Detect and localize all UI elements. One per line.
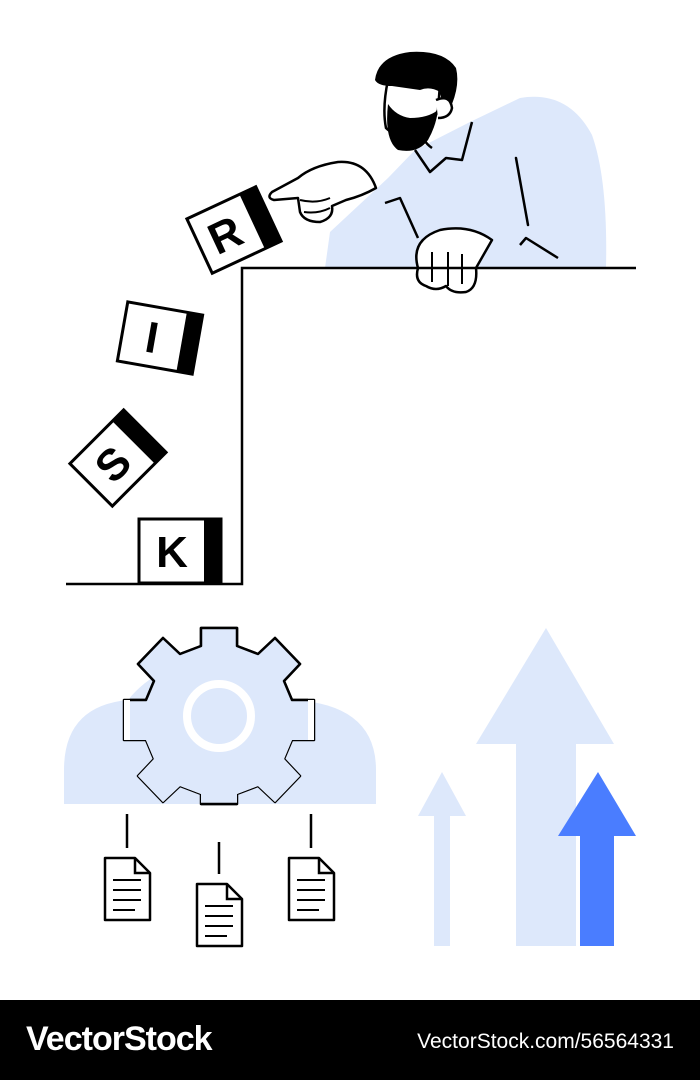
pointing-hand [268,160,378,224]
document-icon [103,856,152,922]
shirt-fold-bottom [519,236,559,260]
brand-logo: VectorStock [26,1020,213,1058]
person [268,51,607,294]
gear-center-ring [183,680,255,752]
gear-cloud-overlap [130,628,308,804]
gripping-hand [415,227,494,294]
letter-k: K [156,528,188,577]
person-beard [387,104,438,151]
shirt-fold-right [514,156,530,227]
person-torso [325,96,607,268]
document-icon [195,882,244,948]
hand-finger-lines [299,197,331,214]
letter-block-k: K [137,517,223,585]
growth-arrows [418,628,636,946]
letter-block-s: S [67,407,169,509]
shirt-fold-left [384,196,420,239]
risk-illustration: R I S K [64,51,636,948]
letter-block-i: I [115,300,205,376]
small-arrow-up-icon [418,772,466,946]
watermark-footer: VectorStock VectorStock.com/56564331 [0,1000,700,1080]
cloud-gear-group [64,626,376,806]
document-icon [287,856,336,922]
letter-block-r: R [184,184,284,276]
person-hair [375,51,458,112]
blue-arrow-up-icon [558,772,636,946]
shirt-collar [413,121,474,174]
large-arrow-up-icon [476,628,614,946]
person-ear [435,97,454,120]
gear-top-outline [130,626,308,702]
cloud-connectors [125,814,313,874]
stock-id-url: VectorStock.com/56564331 [417,1030,674,1053]
